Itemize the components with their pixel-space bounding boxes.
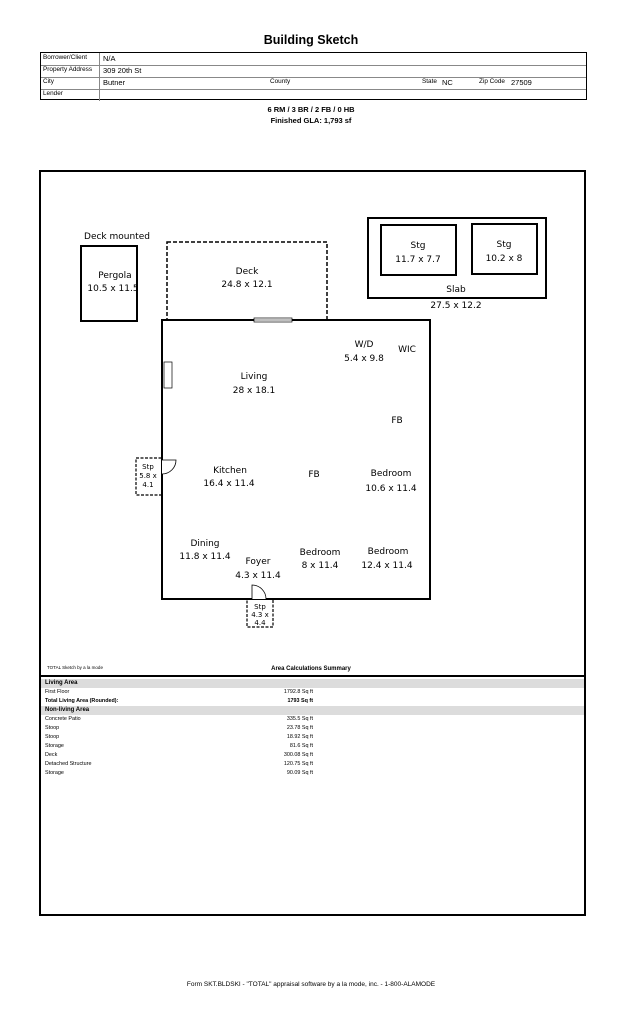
left-door-swing [161, 459, 177, 475]
bedroom1-label: Bedroom [371, 469, 412, 479]
total-living-value: 1793 Sq ft [287, 698, 313, 704]
wd-label: W/D [355, 340, 374, 350]
pergola-outline [80, 245, 138, 322]
county-label: County [270, 78, 291, 85]
storage1-label: Stg [411, 241, 426, 251]
bedroom1-dim: 10.6 x 11.4 [365, 484, 416, 494]
finished-gla: Finished GLA: 1,793 sf [270, 116, 352, 125]
table-row: Deck 300.08 Sq ft [45, 751, 545, 759]
state-value: NC [442, 77, 453, 87]
area-name: Detached Structure [45, 761, 92, 767]
area-name: Storage [45, 743, 64, 749]
first-floor-label: First Floor [45, 689, 70, 695]
wd-dim: 5.4 x 9.8 [344, 354, 384, 364]
storage1-outline [380, 224, 457, 276]
area-name: Deck [45, 752, 58, 758]
area-name: Concrete Patio [45, 716, 81, 722]
page-title: Building Sketch [263, 33, 359, 47]
zip-value: 27509 [511, 77, 532, 87]
kitchen-label: Kitchen [213, 466, 247, 476]
zip-label: Zip Code [479, 78, 505, 85]
lender-row: Lender [41, 89, 586, 101]
area-value: 90.09 Sq ft [286, 770, 313, 776]
total-living-label: Total Living Area (Rounded): [45, 698, 119, 704]
area-summary-title: Area Calculations Summary [271, 666, 351, 672]
borrower-label: Borrower/Client [43, 54, 88, 61]
left-window [163, 361, 173, 389]
borrower-value: N/A [103, 53, 116, 63]
city-value: Butner [103, 77, 126, 87]
area-name: Stoop [45, 734, 60, 740]
sketch-divider [39, 675, 586, 677]
slab-outline [367, 217, 547, 299]
left-stoop-dim2: 4.1 [142, 481, 153, 489]
bottom-door-swing [251, 584, 267, 600]
sketch-credit: TOTAL Sketch by a la mode [47, 665, 103, 670]
area-name: Stoop [45, 725, 60, 731]
lender-label: Lender [43, 90, 63, 97]
room-count: 6 RM / 3 BR / 2 FB / 0 HB [267, 105, 355, 114]
property-info-table: Borrower/Client N/A Property Address 309… [40, 52, 587, 101]
table-row: Concrete Patio 335.5 Sq ft [45, 715, 545, 723]
first-floor-value: 1792.8 Sq ft [283, 689, 313, 695]
storage2-outline [471, 223, 538, 275]
area-value: 23.78 Sq ft [286, 725, 313, 731]
bedroom2-label: Bedroom [300, 548, 341, 558]
living-dim: 28 x 18.1 [233, 386, 276, 396]
area-value: 120.75 Sq ft [283, 761, 313, 767]
left-stoop-label: Stp [142, 463, 154, 471]
address-label: Property Address [43, 66, 93, 73]
living-area-heading: Living Area [41, 679, 584, 688]
non-living-heading: Non-living Area [41, 706, 584, 715]
storage2-dim: 10.2 x 8 [486, 254, 523, 264]
address-row: Property Address 309 20th St [41, 65, 586, 78]
slab-label: Slab [446, 285, 466, 295]
dining-label: Dining [190, 539, 219, 549]
bedroom2-dim: 8 x 11.4 [302, 561, 339, 571]
kitchen-dim: 16.4 x 11.4 [203, 479, 254, 489]
bedroom3-label: Bedroom [368, 547, 409, 557]
table-row: Storage 81.6 Sq ft [45, 742, 545, 750]
left-stoop-dim1: 5.8 x [139, 472, 157, 480]
table-row: Detached Structure 120.75 Sq ft [45, 760, 545, 768]
form-footer: Form SKT.BLDSKI - "TOTAL" appraisal soft… [186, 981, 436, 988]
area-value: 335.5 Sq ft [286, 716, 313, 722]
wic-label: WIC [398, 345, 416, 355]
foyer-dim: 4.3 x 11.4 [235, 571, 281, 581]
deck-label: Deck [236, 267, 259, 277]
city-row: City Butner County State NC Zip Code 275… [41, 77, 586, 90]
area-value: 81.6 Sq ft [289, 743, 313, 749]
table-row: Storage 90.09 Sq ft [45, 769, 545, 777]
address-value: 309 20th St [103, 65, 142, 75]
bedroom3-dim: 12.4 x 11.4 [361, 561, 412, 571]
slab-dim: 27.5 x 12.2 [430, 301, 481, 311]
pergola-label: Pergola [98, 271, 131, 281]
area-name: Storage [45, 770, 64, 776]
area-value: 18.92 Sq ft [286, 734, 313, 740]
area-value: 300.08 Sq ft [283, 752, 313, 758]
first-floor-row: First Floor 1792.8 Sq ft [45, 688, 545, 696]
state-label: State [422, 78, 437, 85]
total-living-row: Total Living Area (Rounded): 1793 Sq ft [45, 697, 545, 705]
city-label: City [43, 78, 55, 85]
fullbath1-label: FB [391, 416, 402, 426]
bottom-stoop-dim2: 4.4 [254, 619, 266, 627]
room-summary: 6 RM / 3 BR / 2 FB / 0 HB Finished GLA: … [0, 104, 622, 126]
sketch-frame [39, 170, 586, 916]
pergola-dim: 10.5 x 11.5 [87, 284, 138, 294]
storage2-label: Stg [497, 240, 512, 250]
bottom-stoop-dim1: 4.3 x [251, 611, 269, 619]
table-row: Stoop 23.78 Sq ft [45, 724, 545, 732]
table-row: Stoop 18.92 Sq ft [45, 733, 545, 741]
foyer-label: Foyer [246, 557, 271, 567]
fullbath2-label: FB [308, 470, 319, 480]
bottom-stoop-label: Stp [254, 603, 266, 611]
deck-dim: 24.8 x 12.1 [221, 280, 272, 290]
borrower-row: Borrower/Client N/A [41, 53, 586, 66]
dining-dim: 11.8 x 11.4 [179, 552, 230, 562]
living-label: Living [241, 372, 268, 382]
deck-mounted-label: Deck mounted [84, 232, 150, 242]
storage1-dim: 11.7 x 7.7 [395, 255, 440, 265]
